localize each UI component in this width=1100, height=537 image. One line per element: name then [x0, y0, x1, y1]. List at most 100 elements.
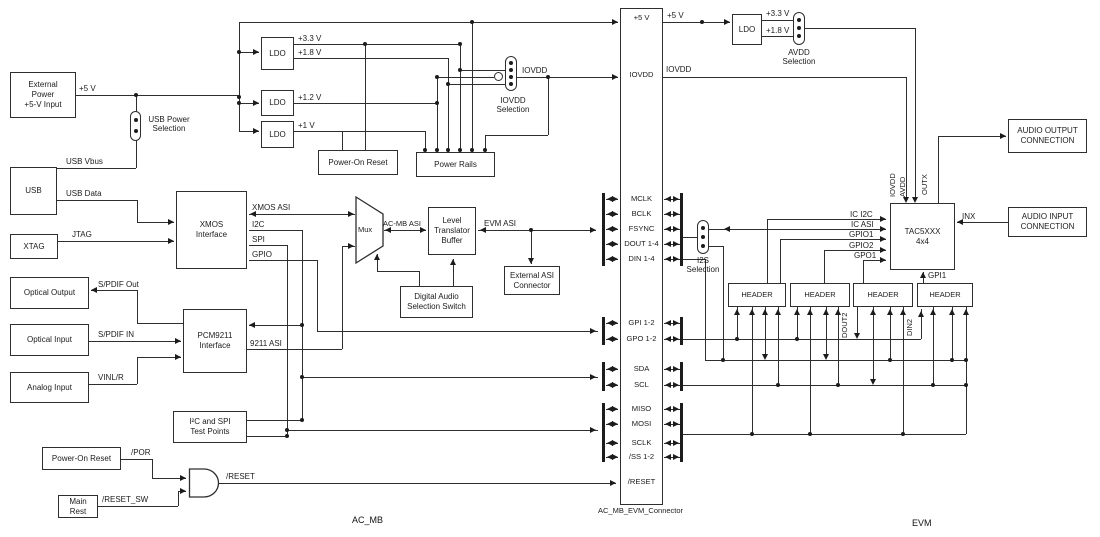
wire-h [377, 271, 419, 273]
wire-h [683, 385, 966, 387]
wire-h [57, 168, 136, 170]
wire-h [664, 199, 680, 201]
wire-h [239, 52, 259, 54]
arrowhead [869, 309, 876, 315]
junction-dot [750, 432, 754, 436]
connector-signal: FSYNC [628, 224, 655, 233]
wire-v [437, 77, 439, 152]
label-inx: INX [962, 212, 976, 221]
wire-v [460, 44, 462, 152]
wire-h [762, 20, 794, 22]
wire-h [239, 131, 259, 133]
wire-v [890, 307, 892, 360]
wire-h [137, 357, 181, 359]
junction-dot [701, 235, 705, 239]
junction-dot [964, 383, 968, 387]
block-xmos-interface: XMOS Interface [176, 191, 247, 269]
arrowhead [612, 453, 618, 460]
wire-v [425, 131, 427, 152]
label-evm-asi: EVM ASI [484, 219, 517, 228]
arrowhead [665, 381, 671, 388]
bus-bar [602, 403, 605, 462]
label-por: /POR [131, 448, 151, 457]
arrowhead [348, 210, 354, 217]
wire-h [683, 339, 921, 341]
arrowhead [673, 405, 679, 412]
junction-dot [836, 383, 840, 387]
block-level-translator-buffer: Level Translator Buffer [428, 207, 476, 255]
label-jtag: JTAG [72, 230, 92, 239]
wire-h [863, 260, 886, 262]
arrowhead [665, 255, 671, 262]
block-pcm9211-interface: PCM9211 Interface [183, 309, 247, 373]
arrowhead [385, 226, 391, 233]
wire-v [419, 271, 421, 286]
block-ac-mb-evm-connector [620, 8, 663, 505]
arrowhead [880, 256, 886, 263]
arrowhead [724, 225, 730, 232]
arrowhead [957, 218, 963, 225]
arrowhead [929, 309, 936, 315]
arrowhead [175, 337, 181, 344]
junction-dot [446, 148, 450, 152]
connector-signal: BCLK [631, 209, 652, 218]
arrowhead [168, 237, 174, 244]
label-connector-name: AC_MB_EVM_Connector [598, 506, 684, 515]
mux-label: Mux [358, 225, 373, 234]
arrowhead [612, 210, 618, 217]
block-optical-input: Optical Input [10, 324, 89, 356]
connector-signal: SCL [634, 380, 649, 389]
junction-dot [458, 148, 462, 152]
arrowhead [612, 381, 618, 388]
junction-dot [134, 93, 138, 97]
block-audio-input-connection: AUDIO INPUT CONNECTION [1008, 207, 1087, 237]
label-gpio2: GPIO2 [849, 241, 874, 250]
arrowhead [607, 381, 613, 388]
label-5v: +5 V [79, 84, 96, 93]
arrowhead [91, 286, 97, 293]
arrowhead [665, 210, 671, 217]
wire-v [705, 259, 707, 360]
junction-dot [797, 18, 801, 22]
connector-signal: DOUT 1-4 [624, 239, 659, 248]
and-gate [188, 468, 220, 498]
arrowhead [527, 258, 534, 264]
arrowhead [612, 240, 618, 247]
wire-v [448, 58, 450, 152]
wire-h [683, 237, 697, 239]
wire-v [485, 135, 487, 152]
wire-h [249, 260, 317, 262]
arrowhead [607, 210, 613, 217]
wire-h [294, 58, 448, 60]
arrowhead [607, 319, 613, 326]
wire-h [460, 70, 506, 72]
wire-h [664, 229, 680, 231]
arrowhead [673, 240, 679, 247]
wire-h [709, 229, 886, 231]
wire-h [247, 436, 287, 438]
block-analog-input: Analog Input [10, 372, 89, 403]
wire-v [903, 307, 905, 434]
wire-v [152, 459, 154, 478]
wire-v [863, 260, 865, 283]
wire-h [664, 409, 680, 411]
iovdd-selection-circle [494, 72, 503, 81]
wire-v [239, 22, 241, 131]
wire-h [317, 331, 598, 333]
wire-v [453, 259, 455, 286]
label-gpo1: GPO1 [854, 251, 877, 260]
block-audio-output-connection: AUDIO OUTPUT CONNECTION [1008, 119, 1087, 153]
arrowhead [724, 18, 730, 25]
wire-h [664, 424, 680, 426]
label-1v2: +1.2 V [298, 93, 322, 102]
junction-dot [701, 226, 705, 230]
connector-signal: GPI 1-2 [628, 318, 655, 327]
arrowhead [911, 197, 918, 203]
usb-power-selection-jumper [130, 111, 141, 141]
wire-h [121, 459, 152, 461]
block-usb: USB [10, 167, 57, 215]
arrowhead [806, 309, 813, 315]
wire-h [664, 214, 680, 216]
wire-h [663, 77, 906, 79]
junction-dot [446, 82, 450, 86]
